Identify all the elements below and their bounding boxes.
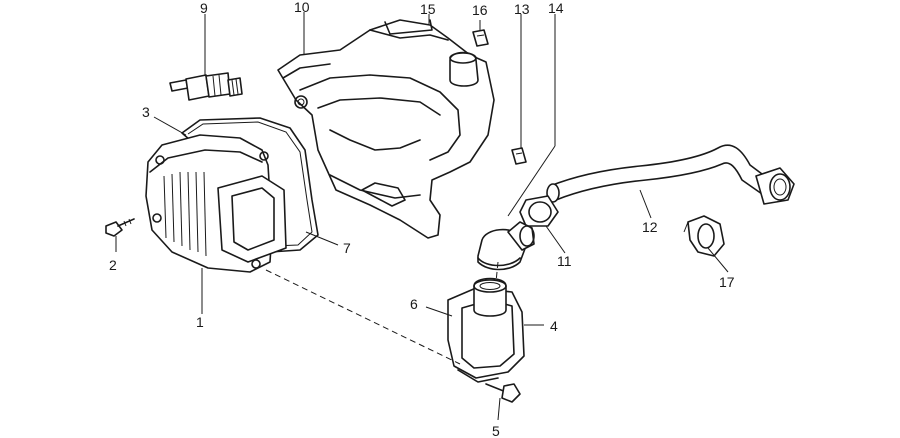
- cylinder-head-cover: [145, 134, 287, 273]
- callout-3: 3: [142, 104, 150, 120]
- callout-10: 10: [294, 0, 310, 15]
- callout-6: 6: [410, 296, 418, 312]
- cover-screw: [105, 218, 135, 237]
- breather-hose: [546, 144, 795, 205]
- callout-4: 4: [550, 318, 558, 334]
- box-screw: [485, 383, 521, 403]
- leader-lines: [115, 12, 729, 421]
- alignment-line-b: [495, 261, 499, 283]
- elbow-fitting: [477, 221, 535, 271]
- callout-15: 15: [420, 1, 436, 17]
- callout-2: 2: [109, 257, 117, 273]
- callout-7: 7: [343, 240, 351, 256]
- blow-by-box: [447, 277, 525, 383]
- callout-17: 17: [719, 274, 735, 290]
- callout-1: 1: [196, 314, 204, 330]
- callout-13: 13: [514, 1, 530, 17]
- callout-12: 12: [642, 219, 658, 235]
- callout-9: 9: [200, 0, 208, 16]
- clip-13: [511, 147, 527, 165]
- hose-clamp-14: [519, 195, 559, 227]
- callout-labels: 9 10 15 16 13 14 3 2 1 7 11 12 17 6 4 5: [109, 0, 735, 438]
- engine-cover-housing: [277, 19, 495, 239]
- hose-clamp-17: [683, 215, 725, 257]
- clip-16: [472, 29, 489, 47]
- callout-5: 5: [492, 423, 500, 438]
- spark-plug: [169, 72, 243, 101]
- callout-16: 16: [472, 2, 488, 18]
- callout-14: 14: [548, 0, 564, 16]
- callout-11: 11: [557, 253, 572, 269]
- alignment-line-a: [265, 269, 461, 365]
